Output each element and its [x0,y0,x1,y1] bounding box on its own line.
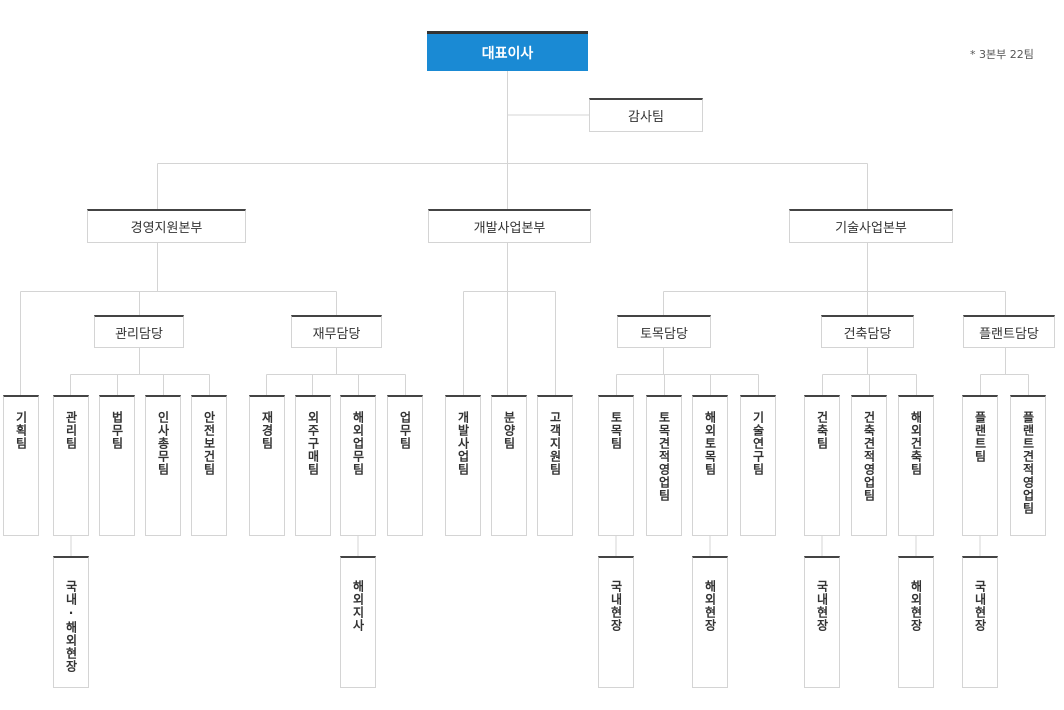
team-box: 법무팀 [99,395,135,536]
team-label: 재경팀 [260,411,274,450]
team-box: 인사총무팀 [145,395,181,536]
site-label: 국내현장 [815,580,829,632]
team-box: 해외토목팀 [692,395,728,536]
site-label: 해외현장 [909,580,923,632]
team-count-note: * 3본부 22팀 [970,48,1034,61]
division-development: 개발사업본부 [428,209,591,243]
team-box: 해외업무팀 [340,395,376,536]
dept-management: 관리담당 [94,315,184,348]
site-box: 해외현장 [692,556,728,688]
site-label: 해외지사 [351,580,365,632]
team-label: 건축견적영업팀 [862,411,876,502]
team-label: 해외건축팀 [909,411,923,476]
dept-finance: 재무담당 [291,315,382,348]
site-box: 국내·해외현장 [53,556,89,688]
team-box: 플랜트팀 [962,395,998,536]
team-box: 관리팀 [53,395,89,536]
team-label: 건축팀 [815,411,829,450]
team-box: 분양팀 [491,395,527,536]
team-box: 안전보건팀 [191,395,227,536]
site-label: 국내현장 [973,580,987,632]
site-box: 국내현장 [598,556,634,688]
audit-team-box: 감사팀 [589,98,703,132]
dept-label: 건축담당 [843,326,892,342]
team-label: 토목팀 [609,411,623,450]
division-label: 개발사업본부 [473,221,546,236]
audit-team-label: 감사팀 [628,110,664,125]
dept-label: 관리담당 [115,326,163,342]
team-box: 고객지원팀 [537,395,573,536]
team-label: 인사총무팀 [156,411,170,476]
team-box: 재경팀 [249,395,285,536]
team-label: 외주구매팀 [306,411,320,476]
dept-architecture: 건축담당 [821,315,914,348]
team-label: 법무팀 [110,411,124,450]
site-box: 국내현장 [804,556,840,688]
team-label: 해외업무팀 [351,411,365,476]
site-box: 해외현장 [898,556,934,688]
site-box: 해외지사 [340,556,376,688]
division-label: 경영지원본부 [130,221,203,236]
team-box: 외주구매팀 [295,395,331,536]
dept-label: 플랜트담당 [979,326,1039,342]
team-label: 기획팀 [14,411,28,450]
team-box: 해외건축팀 [898,395,934,536]
division-management-support: 경영지원본부 [87,209,246,243]
team-label: 안전보건팀 [202,411,216,476]
team-box: 건축견적영업팀 [851,395,887,536]
team-box: 건축팀 [804,395,840,536]
team-label: 기술연구팀 [751,411,765,476]
team-label: 고객지원팀 [548,411,562,476]
division-label: 기술사업본부 [835,221,907,236]
site-label: 국내·해외현장 [64,580,78,673]
ceo-box: 대표이사 [427,31,588,71]
dept-plant: 플랜트담당 [963,315,1055,348]
team-box: 기획팀 [3,395,39,536]
team-label: 업무팀 [398,411,412,450]
team-box: 기술연구팀 [740,395,776,536]
team-label: 플랜트견적영업팀 [1021,411,1035,515]
team-box: 플랜트견적영업팀 [1010,395,1046,536]
team-label: 토목견적영업팀 [657,411,671,502]
site-label: 국내현장 [609,580,623,632]
division-technology: 기술사업본부 [789,209,953,243]
dept-civil: 토목담당 [617,315,711,348]
site-label: 해외현장 [703,580,717,632]
team-label: 분양팀 [502,411,516,450]
ceo-label: 대표이사 [481,45,534,62]
team-box: 토목견적영업팀 [646,395,682,536]
dept-label: 토목담당 [640,326,688,342]
team-box: 업무팀 [387,395,423,536]
team-box: 개발사업팀 [445,395,481,536]
team-label: 해외토목팀 [703,411,717,476]
team-label: 개발사업팀 [456,411,470,476]
site-box: 국내현장 [962,556,998,688]
team-label: 플랜트팀 [973,411,987,463]
team-label: 관리팀 [64,411,78,450]
dept-label: 재무담당 [312,326,361,342]
team-box: 토목팀 [598,395,634,536]
